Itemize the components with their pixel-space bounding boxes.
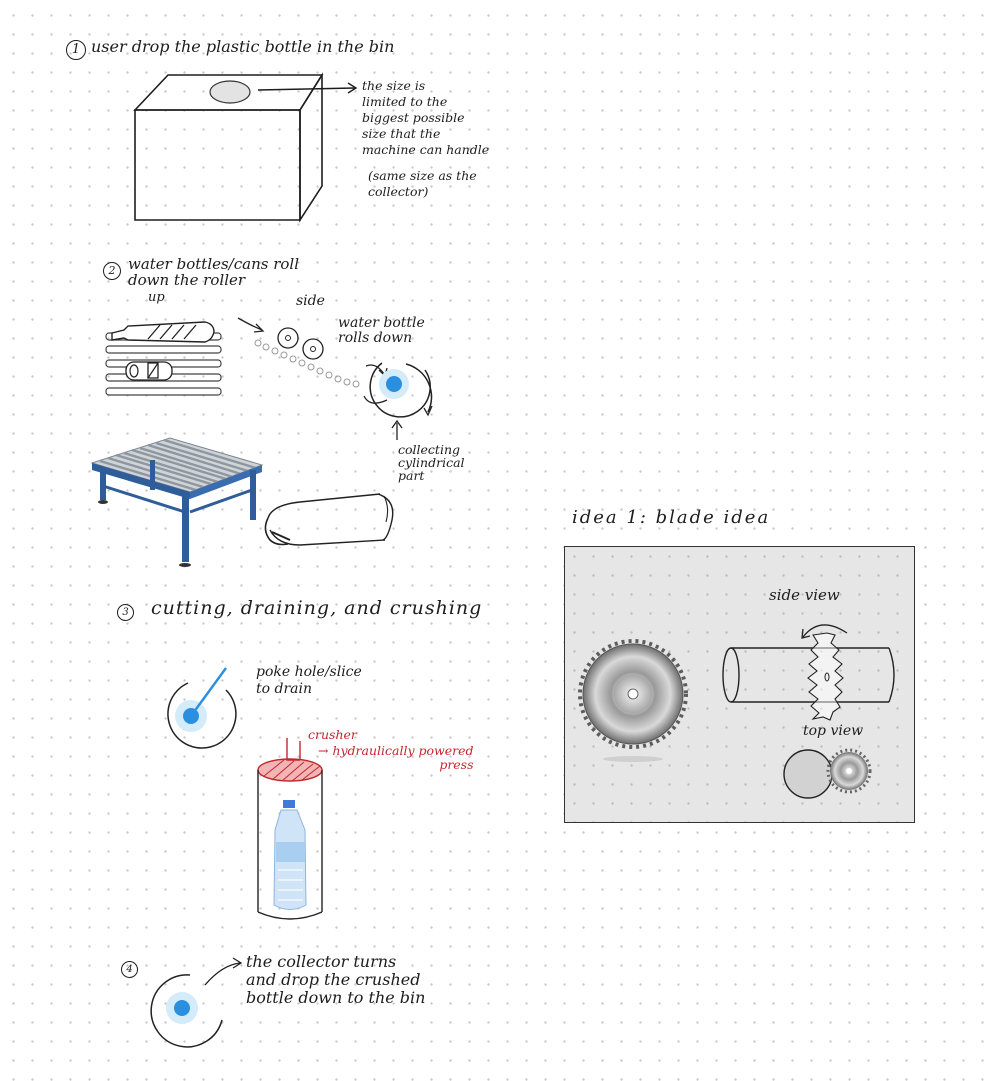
label-collecting-part: collecting cylindrical part bbox=[398, 442, 465, 483]
step3-poke-note: poke hole/slice to drain bbox=[256, 664, 362, 697]
saw-blade-sketch bbox=[578, 624, 895, 799]
step1-note: the size is limited to the biggest possi… bbox=[362, 78, 490, 157]
step3-heading: cutting, draining, and crushing bbox=[151, 597, 483, 619]
label-side-view: side view bbox=[769, 586, 840, 604]
step4-text: the collector turns and drop the crushed… bbox=[246, 952, 426, 1007]
step1-note-collector: (same size as the collector) bbox=[368, 168, 477, 199]
label-top-view: top view bbox=[803, 723, 864, 739]
step3-number: 3 bbox=[117, 604, 134, 621]
label-side: side bbox=[296, 293, 325, 309]
step1-number: 1 bbox=[66, 40, 86, 60]
step2-number: 2 bbox=[103, 262, 121, 280]
label-crusher: crusher bbox=[308, 727, 357, 742]
label-hydraulic-press: → hydraulically powered press bbox=[318, 743, 474, 772]
step2-heading: water bottles/cans roll down the roller bbox=[128, 255, 300, 289]
blade-idea-panel: side view top view bbox=[564, 546, 915, 823]
label-up: up bbox=[148, 290, 165, 305]
idea-title: idea 1: blade idea bbox=[572, 507, 771, 528]
step1-heading: user drop the plastic bottle in the bin bbox=[91, 37, 395, 56]
step4-number: 4 bbox=[121, 961, 138, 978]
label-bottle-rolls: water bottle rolls down bbox=[338, 315, 425, 346]
